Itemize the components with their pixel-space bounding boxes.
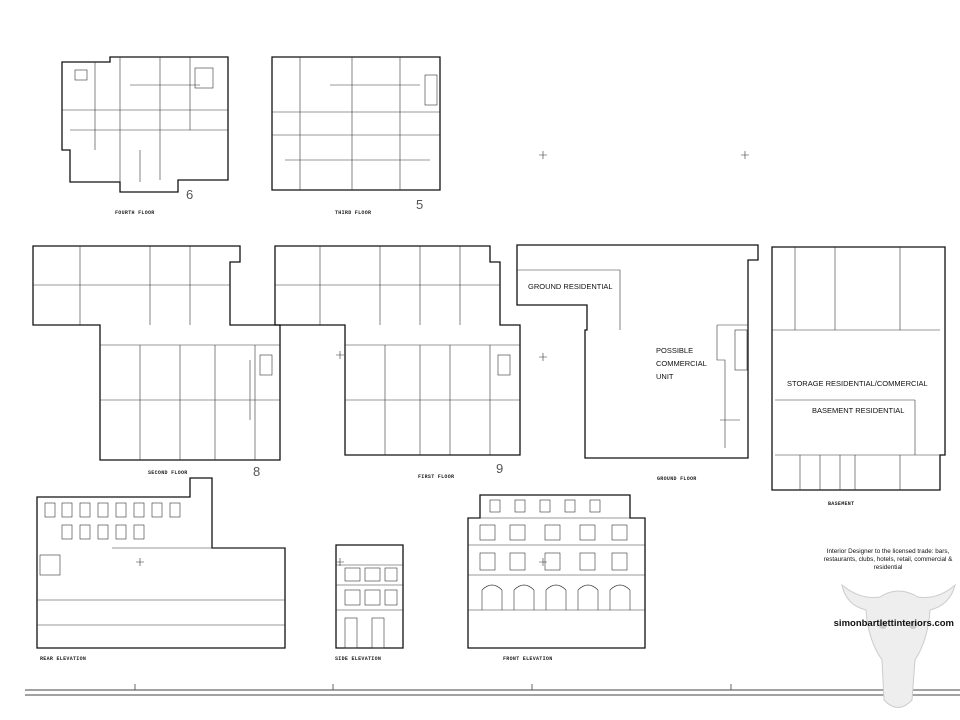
second-floor-label: SECOND FLOOR [148, 470, 188, 476]
third-floor-plan: THIRD FLOOR 5 [271, 56, 441, 216]
commercial-unit-label-2: COMMERCIAL [656, 359, 707, 368]
second-floor-number: 8 [253, 464, 260, 479]
storage-label: STORAGE RESIDENTIAL/COMMERCIAL [787, 379, 928, 388]
third-floor-number: 5 [416, 197, 423, 212]
commercial-unit-label-1: POSSIBLE [656, 346, 693, 355]
website-link[interactable]: simonbartlettinteriors.com [833, 618, 954, 629]
front-elevation-label: FRONT ELEVATION [503, 656, 553, 662]
ground-floor-label: GROUND FLOOR [657, 476, 697, 482]
fourth-floor-plan: FOURTH FLOOR 6 [61, 56, 229, 216]
first-floor-label: FIRST FLOOR [418, 474, 454, 480]
branding-tagline: Interior Designer to the licensed trade:… [823, 548, 953, 571]
ground-residential-label: GROUND RESIDENTIAL [528, 282, 613, 291]
side-elevation: SIDE ELEVATION [335, 544, 404, 662]
basement-plan: STORAGE RESIDENTIAL/COMMERCIAL BASEMENT … [771, 246, 946, 507]
rear-elevation: REAR ELEVATION [36, 477, 286, 662]
third-floor-label: THIRD FLOOR [335, 210, 371, 216]
cow-skull-logo [841, 583, 956, 708]
scale-bar [25, 684, 960, 696]
second-floor-plan: SECOND FLOOR 8 [32, 245, 281, 479]
side-elevation-label: SIDE ELEVATION [335, 656, 381, 662]
fourth-floor-label: FOURTH FLOOR [115, 210, 155, 216]
commercial-unit-label-3: UNIT [656, 372, 674, 381]
ground-floor-plan: GROUND RESIDENTIAL POSSIBLE COMMERCIAL U… [516, 244, 759, 482]
rear-elevation-label: REAR ELEVATION [40, 656, 86, 662]
basement-residential-label: BASEMENT RESIDENTIAL [812, 406, 904, 415]
basement-label: BASEMENT [828, 501, 854, 507]
registration-marks [136, 151, 749, 566]
fourth-floor-number: 6 [186, 187, 193, 202]
front-elevation: FRONT ELEVATION [467, 494, 646, 662]
first-floor-plan: FIRST FLOOR 9 [274, 245, 521, 480]
first-floor-number: 9 [496, 461, 503, 476]
